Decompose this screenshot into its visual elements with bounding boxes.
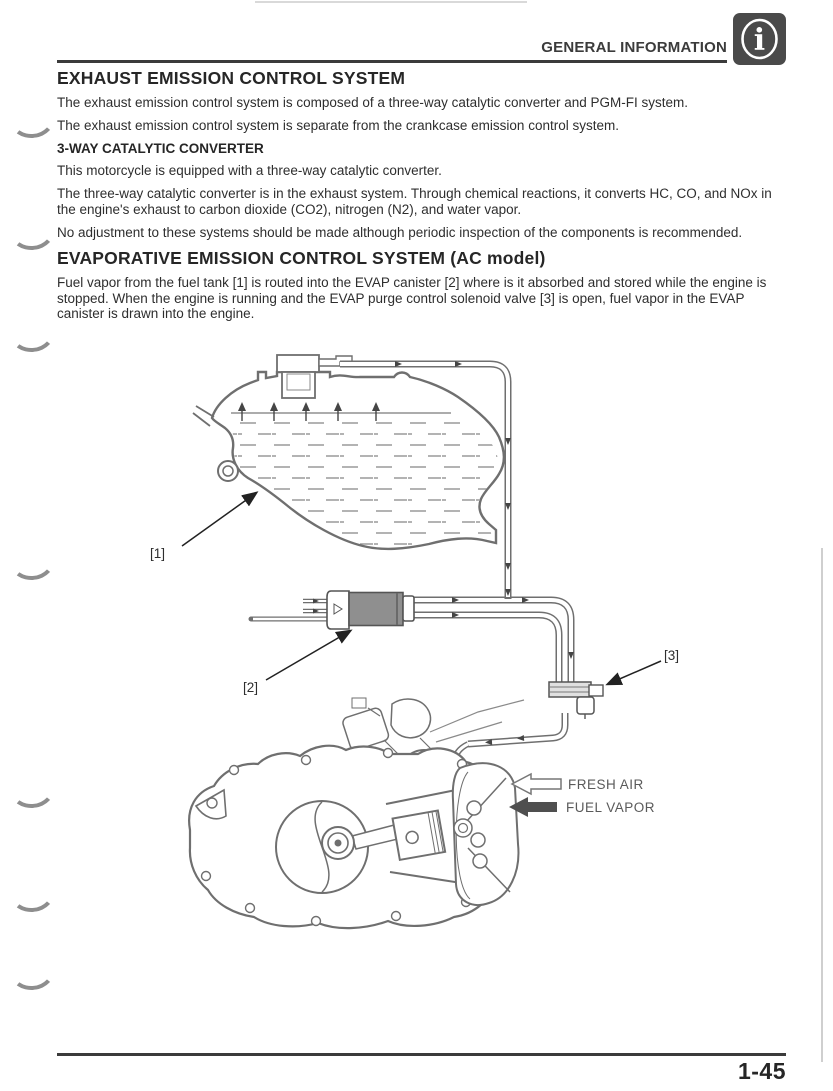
paragraph: Fuel vapor from the fuel tank [1] is rou… bbox=[57, 275, 767, 322]
scan-artifact-top bbox=[255, 1, 527, 3]
info-icon: i bbox=[733, 13, 786, 65]
section-header: GENERAL INFORMATION bbox=[541, 39, 727, 56]
callout-evap-canister: [2] bbox=[243, 680, 258, 695]
callout-purge-valve: [3] bbox=[664, 648, 679, 663]
paragraph: This motorcycle is equipped with a three… bbox=[57, 163, 442, 179]
paragraph: No adjustment to these systems should be… bbox=[57, 224, 743, 240]
paragraph: The exhaust emission control system is c… bbox=[57, 95, 688, 110]
section-title-evap: EVAPORATIVE EMISSION CONTROL SYSTEM (AC … bbox=[57, 248, 546, 269]
scan-artifact-right-edge bbox=[821, 548, 823, 1062]
tank-filler-cap bbox=[276, 354, 353, 399]
section-title-exhaust: EXHAUST EMISSION CONTROL SYSTEM bbox=[57, 68, 406, 88]
vapor-arrows bbox=[238, 402, 380, 421]
paragraph: The three-way catalytic converter is in … bbox=[57, 186, 772, 217]
fuel-tank bbox=[192, 354, 506, 551]
page-number: 1-45 bbox=[737, 1058, 786, 1084]
callout-fuel-tank: [1] bbox=[150, 546, 165, 561]
header-rule bbox=[57, 60, 727, 63]
footer-rule bbox=[57, 1053, 786, 1056]
evap-canister bbox=[248, 590, 415, 630]
fresh-air-arrow-icon bbox=[510, 772, 562, 796]
svg-text:i: i bbox=[754, 23, 765, 58]
purge-solenoid-valve bbox=[548, 681, 604, 719]
fuel-vapor-arrow-icon bbox=[509, 797, 557, 817]
binding-mark bbox=[7, 207, 57, 253]
binding-mark bbox=[7, 95, 57, 141]
diagram-legend: FRESH AIR FUEL VAPOR bbox=[509, 772, 655, 817]
engine bbox=[188, 697, 525, 930]
paragraph: The exhaust emission control system is s… bbox=[57, 118, 619, 134]
page-content: EXHAUST EMISSION CONTROL SYSTEM The exha… bbox=[57, 68, 779, 329]
legend-fresh-air-label: FRESH AIR bbox=[568, 777, 644, 792]
vapor-tubes bbox=[340, 360, 575, 786]
evap-system-diagram: [1] [2] [3] FRESH AIR FUEL VAPOR bbox=[150, 354, 679, 930]
diagram-callouts: [1] [2] [3] bbox=[150, 491, 679, 695]
subheading-catalytic: 3-WAY CATALYTIC CONVERTER bbox=[57, 141, 264, 157]
flow-arrows bbox=[395, 361, 574, 745]
legend-fuel-vapor-label: FUEL VAPOR bbox=[566, 800, 655, 815]
